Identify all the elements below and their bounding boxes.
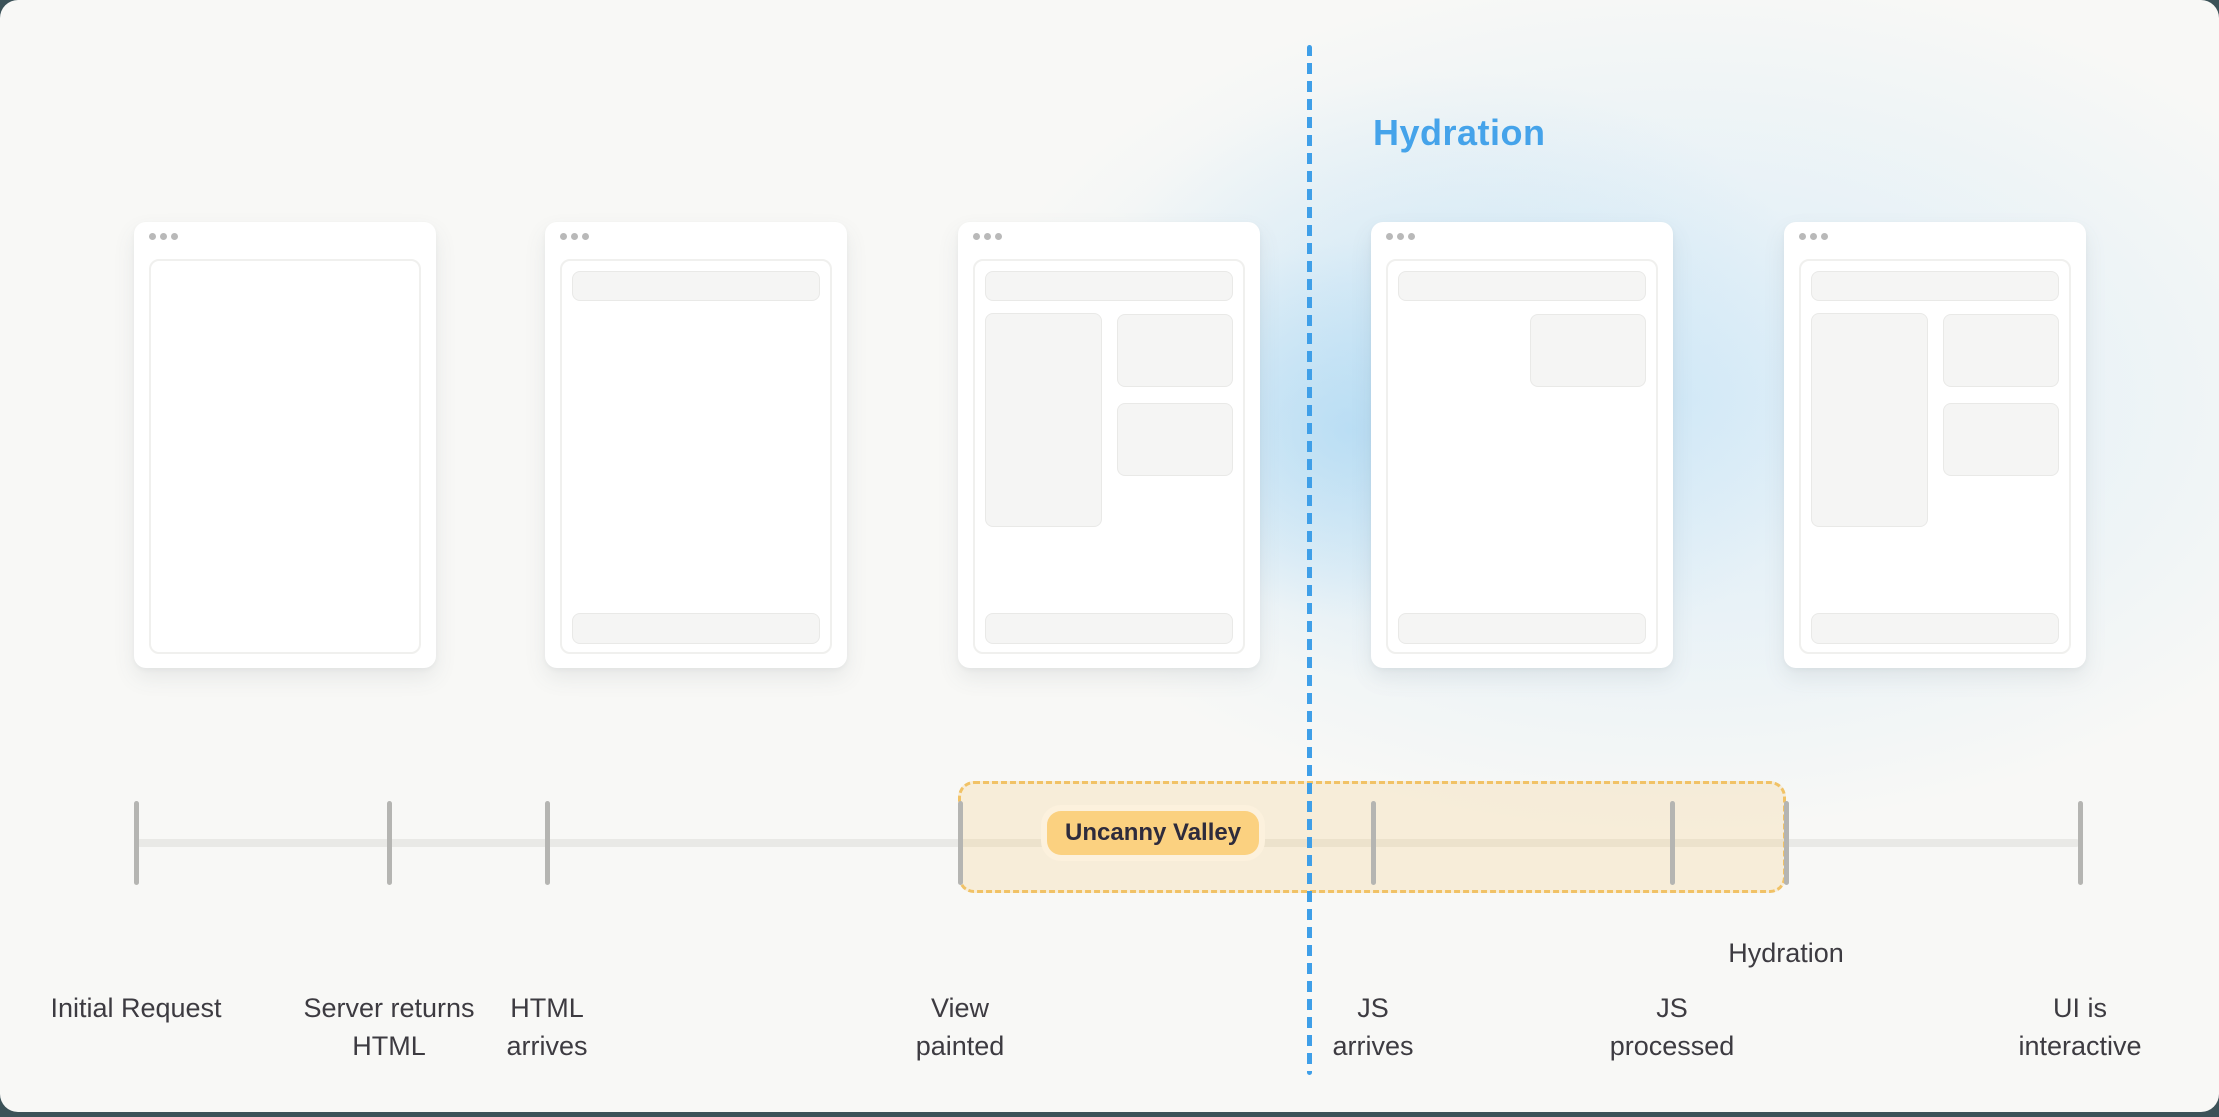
viewport-frame: [1386, 259, 1658, 654]
skeleton-card1: [1530, 314, 1646, 387]
timeline-label-line: arrives: [1332, 1031, 1414, 1061]
browser-mockup-state-initial-request: [134, 222, 436, 668]
window-dot-icon: [160, 233, 167, 240]
timeline-label-line: View: [930, 993, 990, 1023]
skeleton-card2: [1943, 403, 2059, 476]
window-dots: [1386, 233, 1415, 240]
timeline-label-initial-request: Initial Request: [16, 989, 256, 1027]
timeline-tick-js-arrives: [1371, 801, 1376, 885]
window-dot-icon: [149, 233, 156, 240]
skeleton-header: [1811, 271, 2059, 301]
timeline-tick-html-arrives: [545, 801, 550, 885]
window-dot-icon: [582, 233, 589, 240]
timeline-label-line: HTML: [352, 1031, 426, 1061]
timeline-tick-view-painted: [958, 801, 963, 885]
skeleton-header: [1398, 271, 1646, 301]
timeline-label-line: processed: [1609, 1031, 1735, 1061]
hydration-heading: Hydration: [1373, 112, 1546, 153]
window-dot-icon: [984, 233, 991, 240]
timeline-label-line: arrives: [506, 1031, 588, 1061]
window-dot-icon: [1810, 233, 1817, 240]
timeline-tick-ui-interactive: [2078, 801, 2083, 885]
window-dot-icon: [973, 233, 980, 240]
window-dot-icon: [571, 233, 578, 240]
window-dot-icon: [1821, 233, 1828, 240]
timeline-label-js-processed: JS processed: [1552, 989, 1792, 1065]
window-dots: [1799, 233, 1828, 240]
timeline-tick-hydration: [1784, 801, 1789, 885]
timeline-label-line: JS: [1357, 993, 1389, 1023]
skeleton-header: [985, 271, 1233, 301]
browser-mockup-state-js-arrives: [1371, 222, 1673, 668]
window-dot-icon: [560, 233, 567, 240]
browser-mockup-state-html-arrives: [545, 222, 847, 668]
timeline-label-line: JS: [1656, 993, 1688, 1023]
browser-mockup-state-view-painted: [958, 222, 1260, 668]
window-dots: [149, 233, 178, 240]
skeleton-sidebar: [1811, 313, 1928, 527]
skeleton-header: [572, 271, 820, 301]
viewport-frame: [560, 259, 832, 654]
window-dots: [560, 233, 589, 240]
timeline-label-line: Initial Request: [50, 993, 222, 1023]
skeleton-card1: [1117, 314, 1233, 387]
timeline-label-line: UI is: [2053, 993, 2107, 1023]
window-dot-icon: [995, 233, 1002, 240]
timeline-tick-js-processed: [1670, 801, 1675, 885]
skeleton-sidebar: [985, 313, 1102, 527]
skeleton-footer: [1811, 613, 2059, 644]
timeline-label-line: Server returns: [303, 993, 475, 1023]
uncanny-valley-badge: Uncanny Valley: [1047, 811, 1260, 855]
timeline-label-ui-interactive: UI is interactive: [1960, 989, 2200, 1065]
window-dot-icon: [1397, 233, 1404, 240]
timeline-tick-initial-request: [134, 801, 139, 885]
browser-mockup-state-hydrated: [1784, 222, 2086, 668]
timeline-label-html-arrives: HTML arrives: [427, 989, 667, 1065]
window-dots: [973, 233, 1002, 240]
skeleton-footer: [1398, 613, 1646, 644]
viewport-frame: [1799, 259, 2071, 654]
skeleton-card2: [1117, 403, 1233, 476]
window-dot-icon: [1799, 233, 1806, 240]
window-dot-icon: [171, 233, 178, 240]
timeline-label-hydration: Hydration: [1666, 934, 1906, 972]
timeline-label-line: painted: [915, 1031, 1005, 1061]
skeleton-footer: [572, 613, 820, 644]
timeline-label-line: interactive: [2018, 1031, 2142, 1061]
window-dot-icon: [1408, 233, 1415, 240]
timeline-label-js-arrives: JS arrives: [1253, 989, 1493, 1065]
timeline-tick-server-returns-html: [387, 801, 392, 885]
timeline-label-line: HTML: [510, 993, 584, 1023]
timeline-label-view-painted: View painted: [840, 989, 1080, 1065]
hydration-divider-dashed-line: [1307, 45, 1312, 1075]
viewport-frame: [149, 259, 421, 654]
window-dot-icon: [1386, 233, 1393, 240]
skeleton-card1: [1943, 314, 2059, 387]
viewport-frame: [973, 259, 1245, 654]
timeline-label-line: Hydration: [1728, 938, 1844, 968]
skeleton-footer: [985, 613, 1233, 644]
